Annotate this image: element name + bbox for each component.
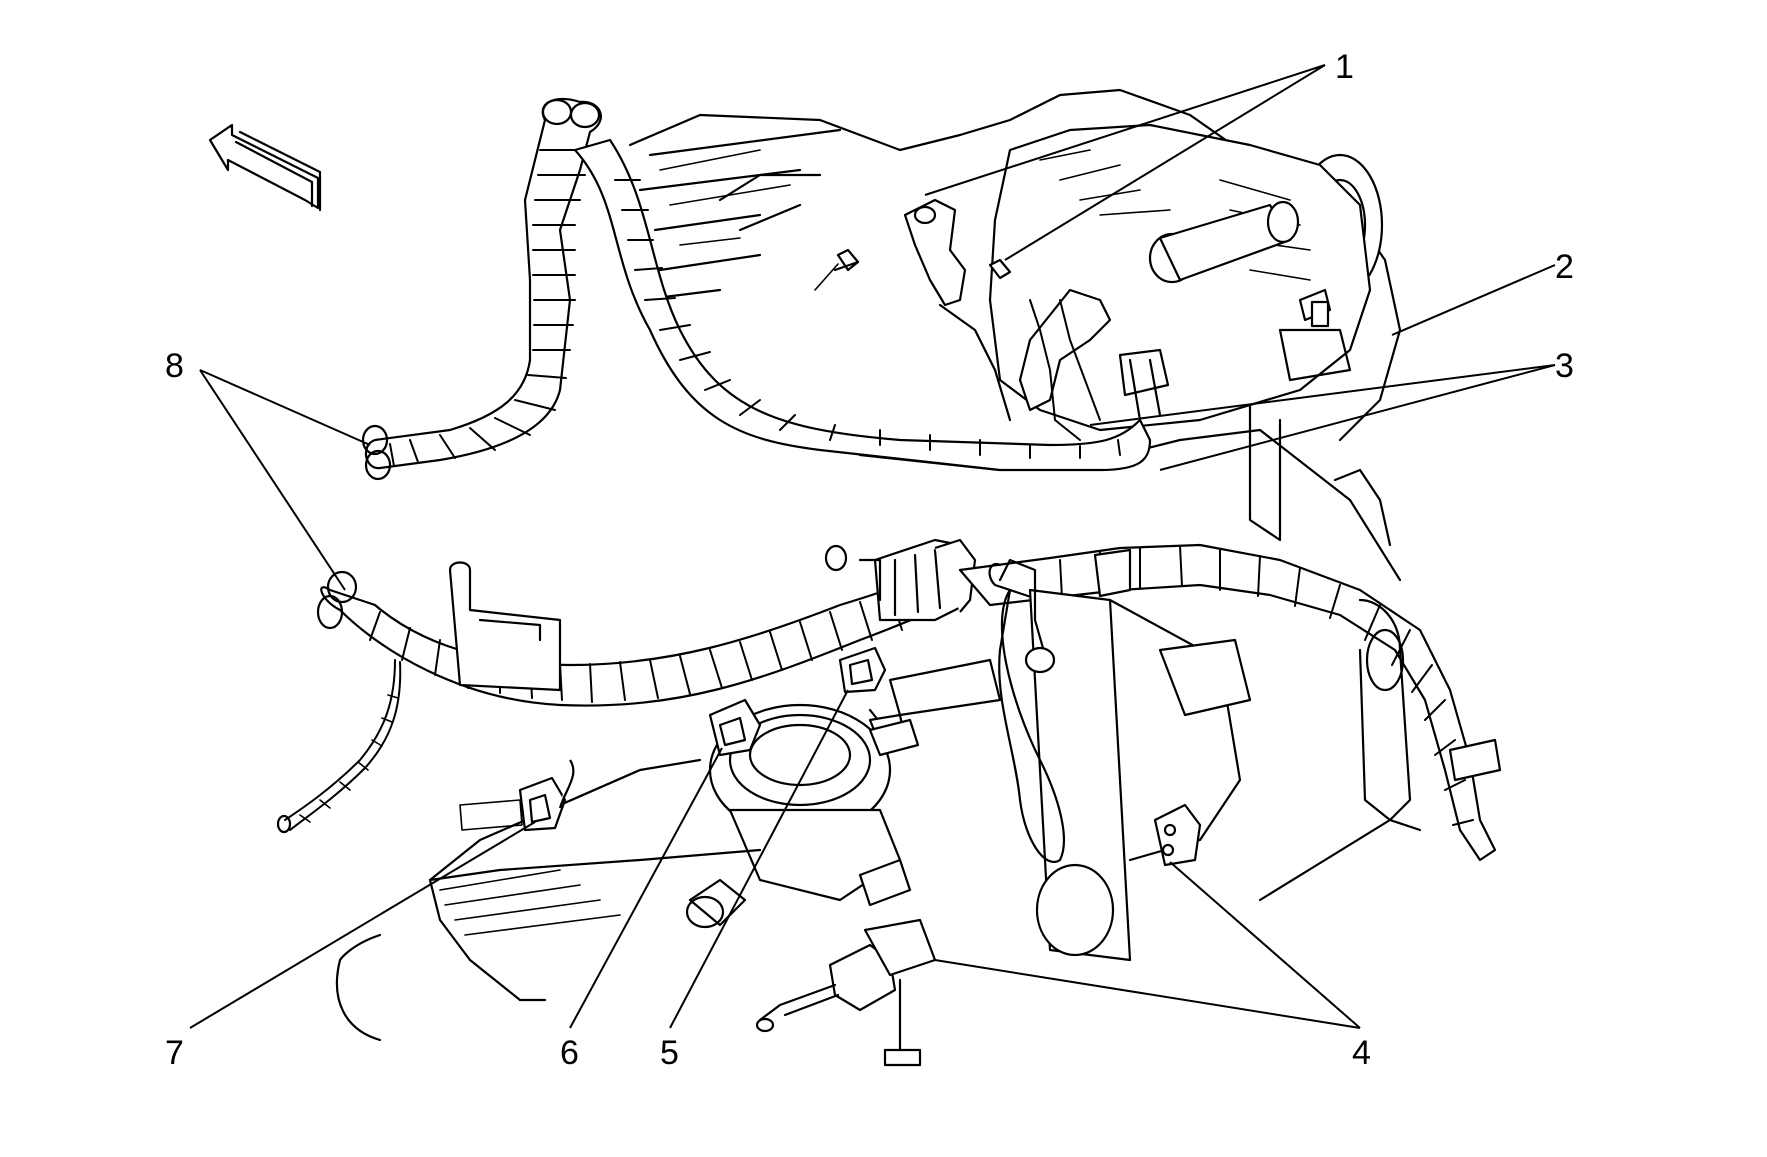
leader-5 [669,689,849,1029]
callout-8: 8 [165,347,184,385]
ground-strap-loop [998,558,1066,863]
alternator [988,123,1384,432]
alternator-harness [1018,288,1170,441]
right-harness [958,543,1502,862]
connector-4-upper [1153,803,1202,867]
upper-loom [361,98,602,481]
direction-arrow-icon [208,123,322,212]
leader-7 [189,821,536,1029]
connector-5 [838,646,887,694]
connector-6 [708,698,762,757]
leader-1a [924,64,1326,196]
leader-4b [934,959,1361,1029]
leader-3b [1159,364,1556,471]
leader-2 [1391,264,1556,336]
center-loom [573,138,1152,472]
callout-labels: 1 2 3 4 5 6 7 8 [165,48,1574,1072]
connector-4-lower [755,918,937,1067]
callout-4: 4 [1352,1034,1371,1072]
leader-6 [569,747,723,1029]
connector-7 [459,759,575,832]
callout-5: 5 [660,1034,679,1072]
battery-cable-terminal [814,198,1012,422]
leader-8a [199,369,371,446]
leader-1b [1004,64,1326,261]
callout-6: 6 [560,1034,579,1072]
left-bracket [448,544,1002,757]
callout-7: 7 [165,1034,184,1072]
leader-3a [1089,364,1556,426]
engine-mount [1028,588,1422,962]
leader-lines [189,64,1556,1029]
callout-2: 2 [1555,248,1574,286]
leader-8b [199,369,346,591]
left-thin-harness [276,659,402,834]
callout-3: 3 [1555,347,1574,385]
leader-4a [1169,861,1361,1029]
callout-1: 1 [1335,48,1354,86]
